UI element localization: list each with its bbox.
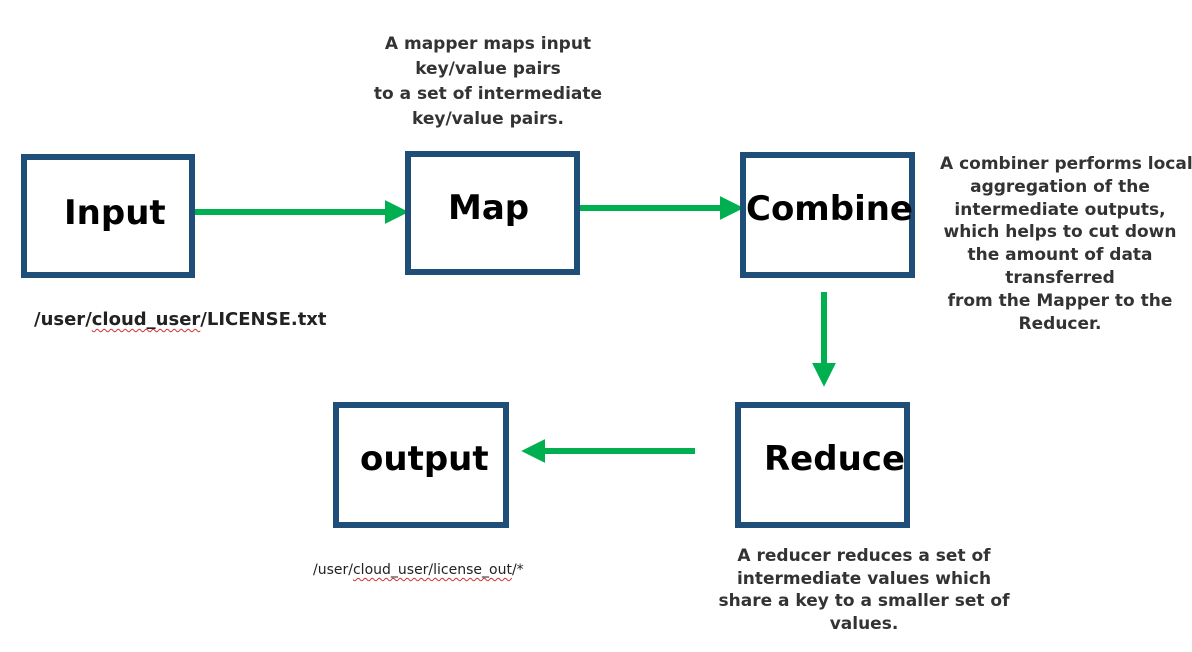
combiner-description-line: the amount of data [967, 245, 1153, 266]
output-box-label: output [360, 439, 489, 479]
combine-box [740, 152, 915, 278]
combiner-description: A combiner performs local aggregation of… [940, 153, 1192, 335]
mapper-description-line: A mapper maps input [384, 34, 592, 54]
output-box [333, 402, 509, 528]
output-path-user: cloud_user/license_out [352, 562, 512, 578]
mapper-description-line: to a set of intermediate [373, 84, 603, 104]
combiner-description-line: which helps to cut down [943, 222, 1177, 243]
map-box-label: Map [448, 188, 530, 228]
input-path-user: cloud_user [91, 309, 201, 330]
input-path: /user/cloud_user/LICENSE.txt [34, 309, 327, 330]
map-box [405, 151, 580, 275]
reducer-description-line: share a key to a smaller set of [718, 591, 1010, 611]
mapper-description-line: key/value pairs [415, 59, 561, 79]
combiner-description-line: aggregation of the [970, 176, 1150, 197]
mapper-description: A mapper maps input key/value pairs to a… [368, 32, 608, 132]
output-path: /user/cloud_user/license_out/* [313, 562, 524, 578]
combiner-description-line: Reducer. [1018, 313, 1102, 334]
combiner-description-line: from the Mapper to the [947, 290, 1173, 311]
reducer-description: A reducer reduces a set of intermediate … [716, 545, 1012, 635]
reducer-description-line: values. [829, 613, 899, 634]
reducer-description-line: A reducer reduces a set of [737, 546, 991, 566]
output-path-suffix: /* [511, 562, 524, 578]
output-path-prefix: /user/ [313, 562, 353, 578]
reduce-box [735, 402, 910, 528]
reduce-box-label: Reduce [764, 439, 905, 479]
mapper-description-line: key/value pairs. [411, 109, 565, 129]
input-box-label: Input [64, 193, 166, 233]
reducer-description-line: intermediate values which [736, 568, 992, 589]
input-path-prefix: /user/ [34, 309, 92, 330]
input-path-suffix: /LICENSE.txt [200, 309, 327, 330]
input-box [21, 154, 195, 278]
combiner-description-line: transferred [1005, 267, 1115, 288]
combine-box-label: Combine [746, 189, 913, 229]
combiner-description-line: A combiner performs local [940, 154, 1192, 174]
combiner-description-line: intermediate outputs, [954, 199, 1166, 220]
